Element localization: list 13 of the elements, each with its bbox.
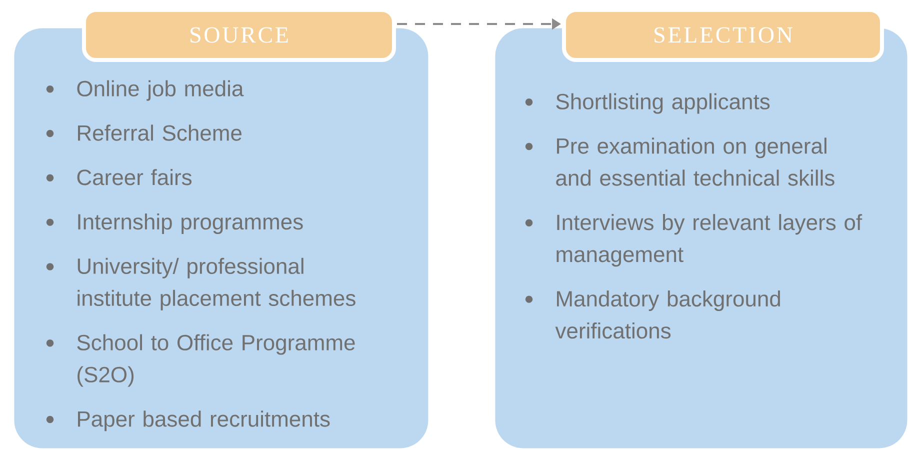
bullet-item: School to Office Programme (S2O) <box>46 334 355 387</box>
bullet-item: Pre examination on general and essential technical skills <box>525 138 834 186</box>
bullet-item: University/ professional institute placement schemes <box>46 258 356 310</box>
bullet-item: Career fairs <box>46 169 192 186</box>
header-tab: SELECTION <box>562 8 884 62</box>
bullet-item: Mandatory background verifications <box>525 290 780 339</box>
bullet-item: Internship programmes <box>46 213 303 234</box>
header-tab: SOURCE <box>82 8 396 62</box>
bullet-item: Referral Scheme <box>46 124 242 141</box>
bullet-item: Shortlisting applicants <box>525 93 770 114</box>
bullet-item: Online job media <box>46 80 244 101</box>
bullet-item: Paper based recruitments <box>46 410 330 432</box>
bullet-item: Interviews by relevant layers of management <box>525 214 862 267</box>
